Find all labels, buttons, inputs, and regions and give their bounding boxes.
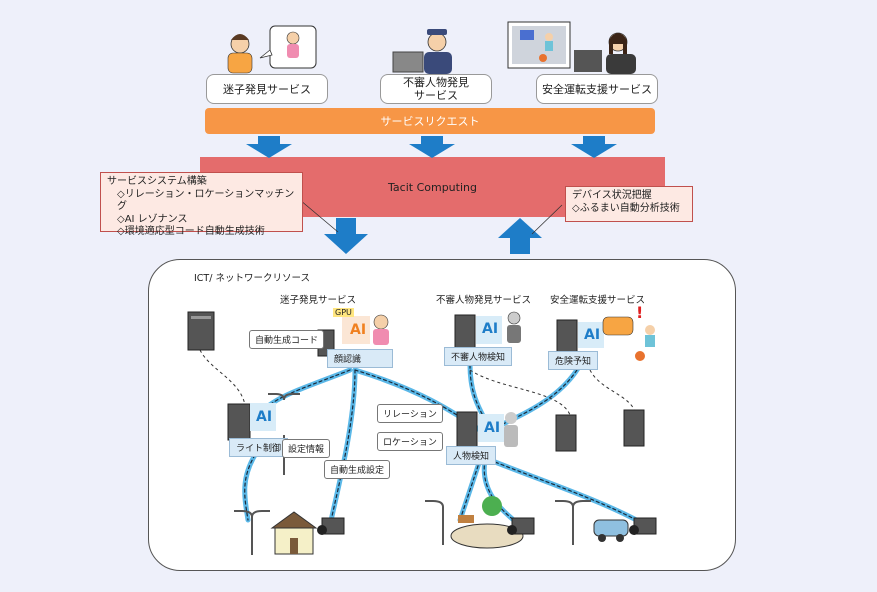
server-icon [454, 314, 476, 352]
service-suspicious: 不審人物発見 サービス [380, 74, 492, 104]
lost-child-service-title: 迷子発見サービス [280, 295, 357, 306]
server-icon [556, 319, 578, 355]
camera-icon [629, 517, 657, 535]
person-detection-node: 人物検知 [446, 446, 497, 465]
settings-info-callout: 設定情報 [282, 439, 331, 458]
server-icon [456, 411, 478, 449]
camera-icon [507, 517, 535, 535]
request-arrows [246, 136, 617, 158]
server-icon [623, 409, 645, 447]
car-icon [593, 519, 629, 542]
ai-label: AI [256, 409, 273, 425]
suspicious-detection-node: 不審人物検知 [444, 347, 513, 366]
device-status-note: デバイス状況把握 ◇ふるまい自動分析技術 [565, 186, 693, 222]
service-lost-child: 迷子発見サービス [206, 74, 328, 104]
police-illustration [392, 29, 452, 74]
driving-illustration [507, 21, 636, 74]
driving-service-title: 安全運転支援サービス [550, 295, 646, 306]
light-control-node: ライト制御 [229, 438, 289, 457]
server-icon [187, 311, 215, 351]
house-icon [270, 511, 318, 555]
service-request-label: サービスリクエスト [380, 115, 480, 128]
camera-icon [317, 517, 345, 535]
server-icon [227, 403, 251, 441]
ai-label: AI [482, 321, 499, 337]
service-suspicious-label: 不審人物発見 サービス [403, 76, 469, 102]
system-build-note: サービスシステム構築 ◇リレーション・ロケーションマッチング ◇AI レゾナンス… [100, 172, 303, 237]
ai-glow [250, 316, 604, 442]
park-icon [450, 496, 524, 549]
suspicious-service-title: 不審人物発見サービス [436, 295, 532, 306]
gpu-label: GPU [333, 308, 354, 317]
child-figure [373, 314, 389, 345]
server-icon [555, 414, 577, 452]
street-light-icon [234, 393, 591, 555]
device-status-title: デバイス状況把握 [572, 190, 652, 201]
mother-illustration [227, 34, 253, 74]
svg-text:!: ! [636, 303, 643, 322]
suspicious-figure [507, 311, 521, 343]
dashed-links [199, 349, 636, 416]
danger-prediction-node: 危険予知 [548, 351, 599, 370]
system-build-item: ◇リレーション・ロケーションマッチング [117, 188, 295, 213]
service-request-bar: サービスリクエスト [205, 108, 655, 134]
down-arrow [324, 218, 368, 254]
lost-child-bubble [259, 25, 317, 69]
device-status-item: ◇ふるまい自動分析技術 [572, 202, 680, 214]
ict-resource-title: ICT/ ネットワークリソース [194, 273, 310, 284]
autogen-setting-callout: 自動生成設定 [324, 460, 391, 479]
person-figure [504, 412, 518, 447]
up-arrow [498, 218, 542, 254]
location-callout: ロケーション [377, 432, 443, 451]
face-recognition-node: 顔認識 [327, 349, 393, 368]
ai-label: AI [350, 322, 367, 338]
tacit-computing-label: Tacit Computing [388, 180, 477, 194]
service-lost-child-label: 迷子発見サービス [223, 82, 311, 96]
autogen-code-callout: 自動生成コード [249, 330, 325, 349]
car-figure: ! [602, 303, 655, 361]
relation-callout: リレーション [377, 404, 443, 423]
service-driving-label: 安全運転支援サービス [542, 82, 652, 96]
system-build-item: ◇AI レゾナンス [117, 213, 188, 225]
service-driving: 安全運転支援サービス [536, 74, 658, 104]
ai-label: AI [484, 420, 501, 436]
ai-label: AI [584, 327, 601, 343]
system-build-item: ◇環境適応型コード自動生成技術 [117, 226, 265, 237]
system-build-title: サービスシステム構築 [107, 176, 207, 187]
